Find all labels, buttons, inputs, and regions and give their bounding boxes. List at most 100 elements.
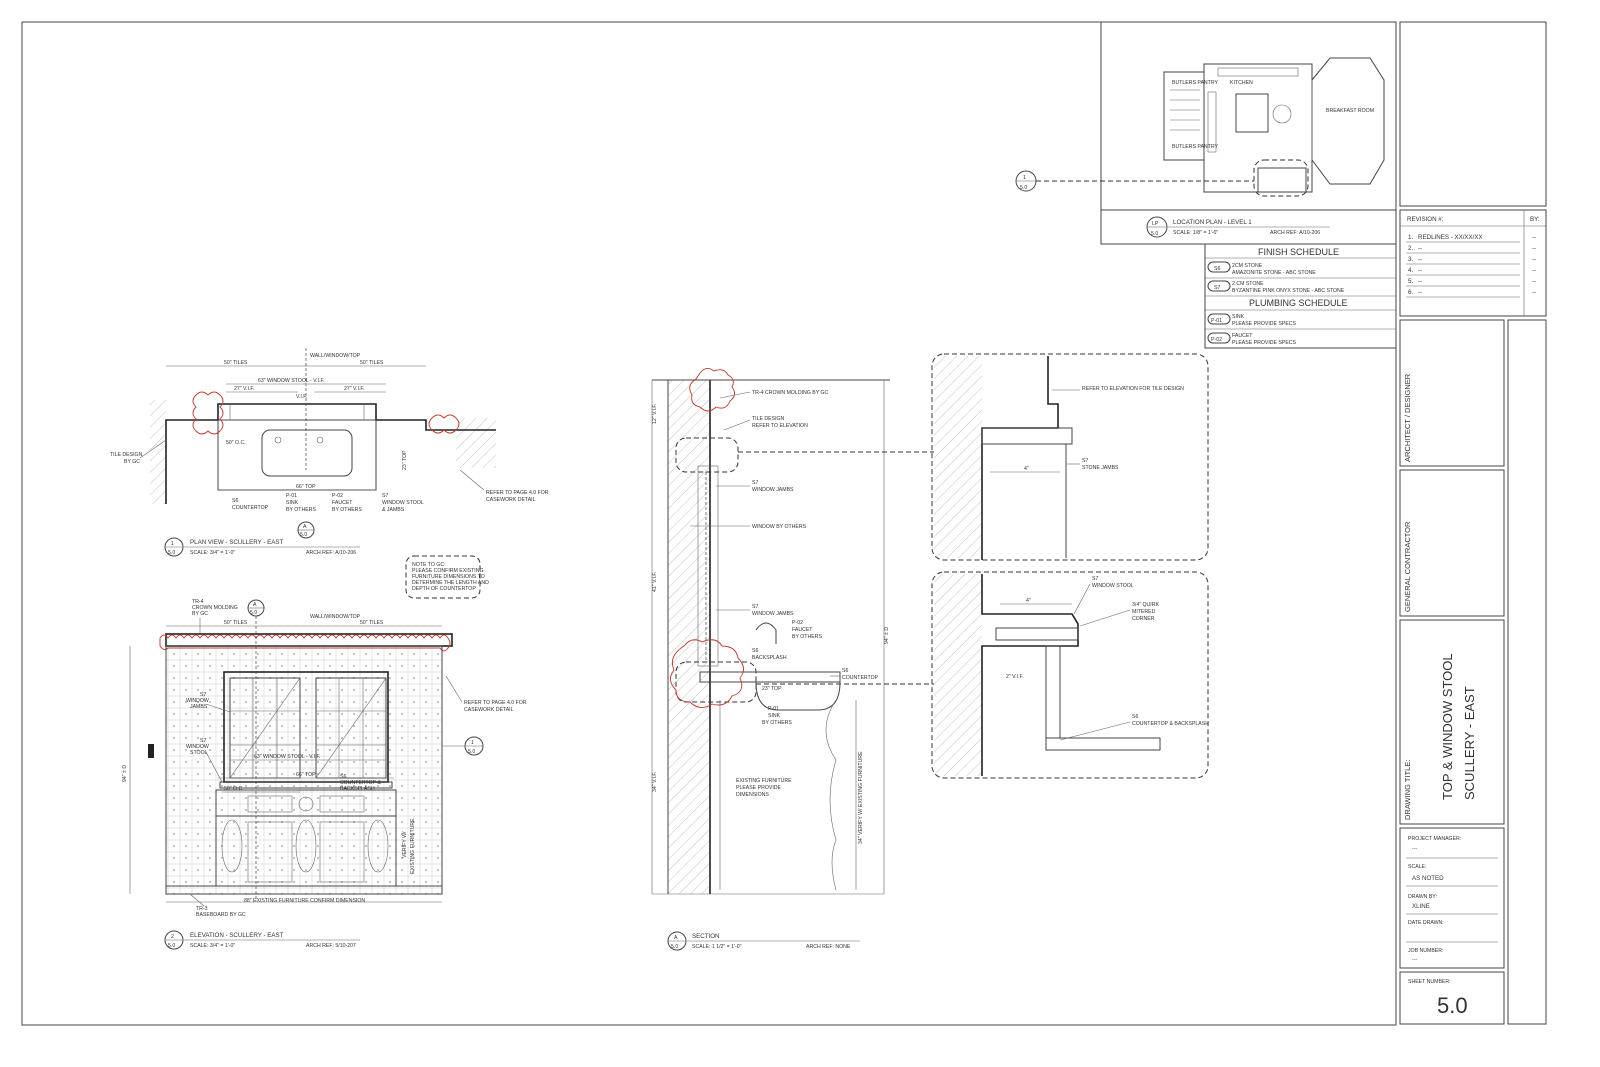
revision-list: 1.REDLINES - XX/XX/XX--2.----3.----4.---… (1406, 234, 1536, 298)
revision-row-3: 3. (1408, 256, 1413, 263)
detail-bottom-dim-text: 4" (1026, 598, 1031, 604)
drawing-title-box (1399, 619, 1505, 825)
section-labels-tile2-text: REFER TO ELEVATION (752, 423, 808, 429)
elevation-ref-text: ARCH REF: 5/10-207 (306, 943, 356, 949)
section-labels-faucet-text: FAUCET (792, 627, 813, 633)
section-labels-vif-bot-text: 34" V.I.F. (652, 772, 658, 792)
elevation-labels-jambs-a-text: JAMBS (190, 704, 208, 710)
elevation-labels-s7a-text: S7 (200, 692, 206, 698)
contractor-box (1399, 469, 1505, 617)
scale-value: AS NOTED (1412, 875, 1444, 882)
section-sink (755, 681, 841, 711)
elevation-tag-num-text: 2 (171, 934, 174, 940)
section-labels-s6-text: S6 (752, 648, 758, 654)
revision-row-6: 6. (1408, 289, 1413, 296)
section-labels-height-text: 94" ± D (884, 627, 890, 644)
elevation-title: ELEVATION - SCULLERY - EAST (190, 932, 284, 939)
plan-sink (261, 429, 353, 477)
finish-schedule-items-1-line1-text: 2 CM STONE (1232, 281, 1264, 287)
plan-section-cut-A: A 5.0 (297, 521, 315, 539)
section-labels-p02-text: P-02 (792, 620, 803, 626)
revision-text-2: -- (1418, 245, 1422, 252)
elevation-labels-top-text: 66" TOP (296, 772, 316, 778)
plan-view: WALL/WINDOW/TOP 50" TILES 50" TILES 63" … (110, 348, 549, 557)
elevation-labels-verify2-text: EXISTING FURNITURE (410, 818, 416, 874)
plumbing-schedule-items-0-tag-text: P-01 (1211, 318, 1222, 324)
elevation-labels-oc-text: 50" O.C. (224, 786, 244, 792)
note-lines-0-text: NOTE TO GC: (412, 562, 446, 568)
crown-molding (165, 633, 453, 647)
section-labels-sink-text: SINK (768, 713, 781, 719)
detail-bottom-quirk3-text: CORNER (1132, 616, 1155, 622)
logo-box (1399, 21, 1547, 207)
plan-view-labels-refer2-text: CASEWORK DETAIL (486, 497, 536, 503)
plan-view-tag-num-text: 1 (171, 541, 174, 547)
elevation-labels-existing-text: 88" EXISTING FURNITURE CONFIRM DIMENSION (244, 898, 365, 904)
section-labels-vif-top-text: 41" V.I.F. (652, 572, 658, 592)
note-lines-1-text: PLEASE CONFIRM EXISTING (412, 568, 484, 574)
elevation-labels-refer2-text: CASEWORK DETAIL (464, 707, 514, 713)
plan-view-labels-s6-text: S6 (232, 498, 238, 504)
sheet-border (21, 21, 1397, 1026)
elevation-labels-s6-text: S6 (340, 774, 346, 780)
detail-bottom-quirk2-text: MITERED (1132, 609, 1156, 615)
section-title: SECTION (692, 933, 720, 940)
section-tag-num-text: A (674, 935, 678, 941)
location-plan-tag-sheet-text: 5.0 (1151, 231, 1158, 237)
finish-schedule-items-1-tag-text: S7 (1214, 285, 1220, 291)
drawn-by-label: DRAWN BY: (1408, 894, 1437, 900)
revision-text-6: -- (1418, 289, 1422, 296)
architect-box (1399, 319, 1505, 467)
floor-plan-graphic: KITCHEN BREAKFAST ROOM BUTLERS PANTRY BU… (1163, 57, 1385, 197)
elevation-labels-height-text: 94" ± D (122, 765, 128, 782)
section-labels-s6b-text: S6 (842, 668, 848, 674)
detail-top-s7-text: S7 (1082, 458, 1088, 464)
detail-top-jambs-text: STONE JAMBS (1082, 465, 1119, 471)
plan-view-title: PLAN VIEW - SCULLERY - EAST (190, 539, 284, 546)
drawn-by-value: XLINE (1412, 903, 1430, 910)
elevation-labels-tiles-r-text: 50" TILES (360, 620, 384, 626)
section-view: TR-4 CROWN MOLDING BY GC TILE DESIGN REF… (651, 368, 934, 951)
plan-view-labels-top-text: 66" TOP (296, 484, 316, 490)
section-labels-jambs-text: WINDOW JAMBS (752, 487, 794, 493)
finish-schedule-title: FINISH SCHEDULE (1258, 247, 1339, 257)
job-number-value: --- (1412, 957, 1417, 963)
location-plan-callout-sheet-text: 5.0 (1020, 185, 1027, 191)
plan-view-labels-sec-sheet-text: 5.0 (300, 532, 307, 538)
plumbing-schedule-items-1-tag-text: P-02 (1211, 337, 1222, 343)
revision-header: REVISION #: (1407, 216, 1444, 223)
architect-label: ARCHITECT / DESIGNER (1403, 373, 1412, 462)
detail-top-dim-text: 4" (1024, 466, 1029, 472)
plan-view-scale-text: SCALE: 3/4" = 1'-0" (190, 550, 235, 556)
section-labels-s7b-text: S7 (752, 604, 758, 610)
plumbing-schedule-items-0-line2-text: PLEASE PROVIDE SPECS (1232, 321, 1297, 327)
plumbing-schedule-items-0-line1-text: SINK (1232, 314, 1245, 320)
section-labels-vif-side-text: 12" V.I.F. (652, 404, 658, 424)
plan-view-labels-countertop-text: COUNTERTOP (232, 505, 269, 511)
finish-schedule-items-1-line2-text: BYZANTINE PINK ONYX STONE - ABC STONE (1232, 288, 1345, 294)
revision-row-2: 2. (1408, 245, 1413, 252)
elevation-labels-baseboard-text: BASEBOARD BY GC (196, 912, 246, 918)
project-manager-value: --- (1412, 846, 1417, 852)
revision-by-5: -- (1532, 278, 1536, 285)
elevation-scale-text: SCALE: 3/4" = 1'-0" (190, 943, 235, 949)
section-labels-p01-text: P-01 (768, 706, 779, 712)
detail-bottom-stool-text: WINDOW STOOL (1092, 583, 1134, 589)
section-labels-jambs2-text: WINDOW JAMBS (752, 611, 794, 617)
drawing-title-line2: SCULLERY - EAST (1462, 686, 1477, 800)
title-block: REVISION #: BY: 1.REDLINES - XX/XX/XX--2… (1399, 21, 1547, 1025)
window-stool (219, 781, 393, 789)
section-labels-verify-text: 34" VERIFY W/ EXISTING FURNITURE (858, 751, 864, 844)
detail-bottom-counter-text: COUNTERTOP & BACKSPLASH (1132, 721, 1209, 727)
section-scale-text: SCALE: 1 1/2" = 1'-0" (692, 944, 742, 950)
detail-top: REFER TO ELEVATION FOR TILE DESIGN S7 ST… (931, 353, 1209, 561)
revision-text-1: REDLINES - XX/XX/XX (1418, 234, 1483, 241)
detail-bottom-vif-text: 2" V.I.F. (1006, 674, 1024, 680)
plan-view-labels-by-others-text: BY OTHERS (286, 507, 316, 513)
revision-text-5: -- (1418, 278, 1422, 285)
elevation-tag: 2 5.0 (164, 930, 184, 950)
plan-view-labels-tile-design-text: TILE DESIGN (110, 452, 143, 458)
elevation-labels-window-a-text: WINDOW (186, 698, 209, 704)
section-ref-text: ARCH REF: NONE (806, 944, 851, 950)
plan-view-labels-by-others2-text: BY OTHERS (332, 507, 362, 513)
